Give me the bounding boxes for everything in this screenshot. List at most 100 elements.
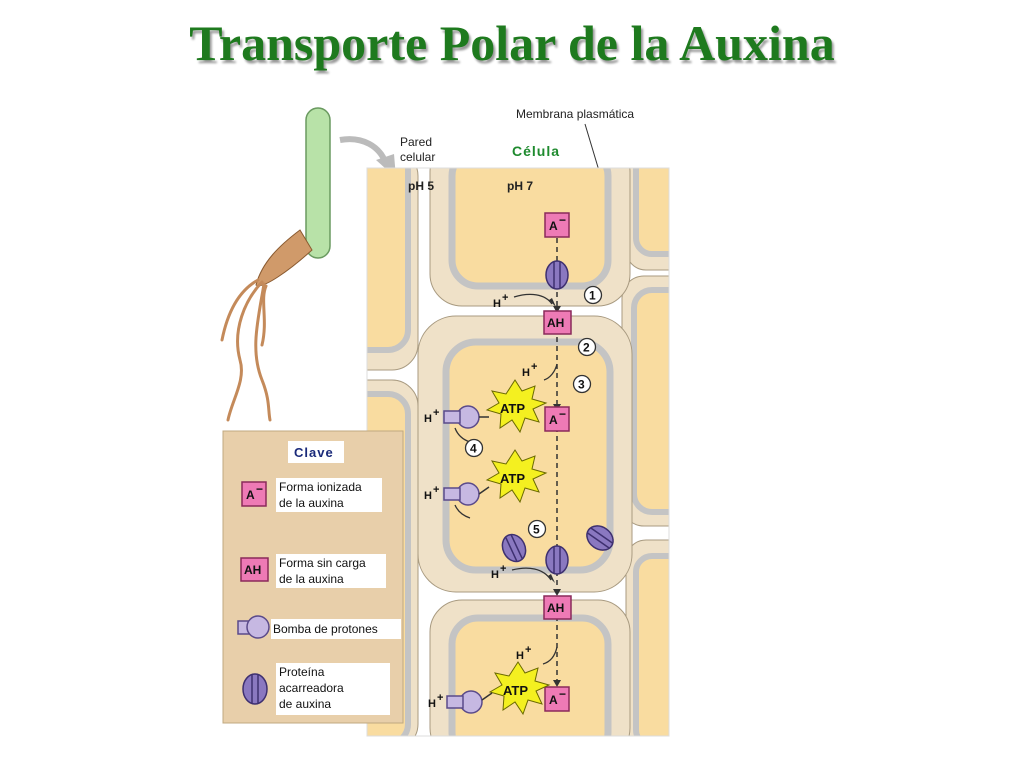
svg-text:A: A [246, 488, 255, 502]
atp-burst: ATP [485, 379, 548, 434]
key-item-1-line2: de la auxina [279, 496, 344, 510]
key-item-2-line1: Forma sin carga [279, 556, 366, 570]
svg-text:AH: AH [244, 563, 261, 577]
ph-wall-label: pH 5 [408, 179, 434, 193]
proton-arrow [511, 567, 552, 581]
svg-text:−: − [559, 407, 566, 421]
key-item-4-line2: acarreadora [279, 681, 344, 695]
wall-label-line2: celular [400, 150, 435, 164]
svg-text:−: − [559, 687, 566, 701]
path-arrowhead [553, 306, 561, 313]
key-title-box [288, 441, 344, 463]
auxin-carrier-icon [501, 533, 527, 563]
svg-text:H: H [491, 569, 499, 581]
proton-pump-icon [446, 690, 483, 714]
atp-burst: ATP [485, 449, 548, 504]
proton-arrowhead [549, 298, 556, 307]
svg-text:3: 3 [578, 378, 585, 392]
svg-text:H: H [424, 413, 432, 425]
membrane-label: Membrana plasmática [516, 107, 634, 121]
svg-text:−: − [256, 482, 263, 496]
wall-label-line1: Pared [400, 135, 432, 149]
svg-text:H: H [424, 490, 432, 502]
svg-text:AH: AH [547, 316, 564, 330]
svg-text:H: H [493, 298, 501, 310]
svg-text:AH: AH [547, 601, 564, 615]
proton-arrow [543, 363, 558, 381]
auxin-carrier-icon [586, 525, 614, 551]
auxin-carrier-icon [242, 673, 268, 705]
uncharged-auxin-box: AH [543, 595, 572, 620]
svg-text:4: 4 [470, 442, 477, 456]
membrane-pointer [584, 123, 601, 175]
proton-label: H + [493, 292, 508, 310]
svg-text:ATP: ATP [503, 683, 528, 698]
svg-text:+: + [531, 361, 537, 373]
atp-link [478, 486, 490, 495]
seed-coat [255, 229, 313, 287]
svg-text:ATP: ATP [500, 401, 525, 416]
step-5-marker: 5 [527, 519, 547, 539]
ph-cell-label: pH 7 [507, 179, 533, 193]
proton-label: H + [516, 644, 531, 662]
key-title: Clave [294, 445, 334, 460]
step-2-marker: 2 [577, 337, 597, 357]
proton-label: H + [522, 361, 537, 379]
proton-arrow [542, 646, 558, 665]
uncharged-auxin-icon: AH [240, 557, 269, 582]
ionized-auxin-box: A − [544, 686, 570, 712]
seedling-shoot [305, 107, 331, 259]
step-3-marker: 3 [572, 374, 592, 394]
svg-text:H: H [516, 650, 524, 662]
proton-pump-icon [443, 405, 480, 429]
svg-text:+: + [433, 407, 439, 419]
step-4-marker: 4 [464, 438, 484, 458]
seedling-illustration [220, 107, 396, 422]
svg-text:1: 1 [589, 289, 596, 303]
auxin-carrier-icon [545, 545, 569, 575]
ionized-auxin-box: A − [544, 406, 570, 432]
key-item-2-line2: de la auxina [279, 572, 344, 586]
key-label-box [276, 554, 386, 588]
atp-burst: ATP [488, 661, 551, 716]
svg-text:+: + [433, 484, 439, 496]
path-arrowhead [553, 589, 561, 596]
svg-text:A: A [549, 219, 558, 233]
uncharged-auxin-box: AH [543, 310, 572, 335]
seedling-roots [220, 278, 272, 422]
svg-text:−: − [559, 213, 566, 227]
svg-text:A: A [549, 413, 558, 427]
key-item-1-line1: Forma ionizada [279, 480, 362, 494]
proton-pump-icon [237, 615, 270, 639]
cell-label: Célula [512, 143, 560, 159]
svg-text:A: A [549, 693, 558, 707]
path-arrowhead [553, 680, 561, 687]
key-label-box [276, 663, 390, 715]
auxin-carrier-icon [545, 260, 569, 290]
key-label-box [276, 478, 382, 512]
proton-label: H + [424, 484, 439, 502]
proton-label: H + [424, 407, 439, 425]
proton-arrowhead [548, 574, 555, 583]
key-label-box [271, 619, 401, 639]
key-panel: Clave A − Forma ionizada de la auxina AH… [222, 430, 404, 724]
step-1-marker: 1 [583, 285, 603, 305]
key-item-4-line1: Proteína [279, 665, 325, 679]
svg-text:+: + [525, 644, 531, 656]
svg-text:H: H [428, 698, 436, 710]
svg-text:5: 5 [533, 523, 540, 537]
svg-text:+: + [500, 563, 506, 575]
proton-label: H + [428, 692, 443, 710]
svg-text:ATP: ATP [500, 471, 525, 486]
ionized-auxin-box: A − [544, 212, 570, 238]
svg-text:2: 2 [583, 341, 590, 355]
key-item-3-line1: Bomba de protones [273, 622, 378, 636]
atp-link [481, 692, 493, 701]
proton-label: H + [491, 563, 506, 581]
svg-text:H: H [522, 367, 530, 379]
svg-text:+: + [437, 692, 443, 704]
key-item-4-line3: de auxina [279, 697, 331, 711]
proton-arrow [454, 504, 471, 519]
